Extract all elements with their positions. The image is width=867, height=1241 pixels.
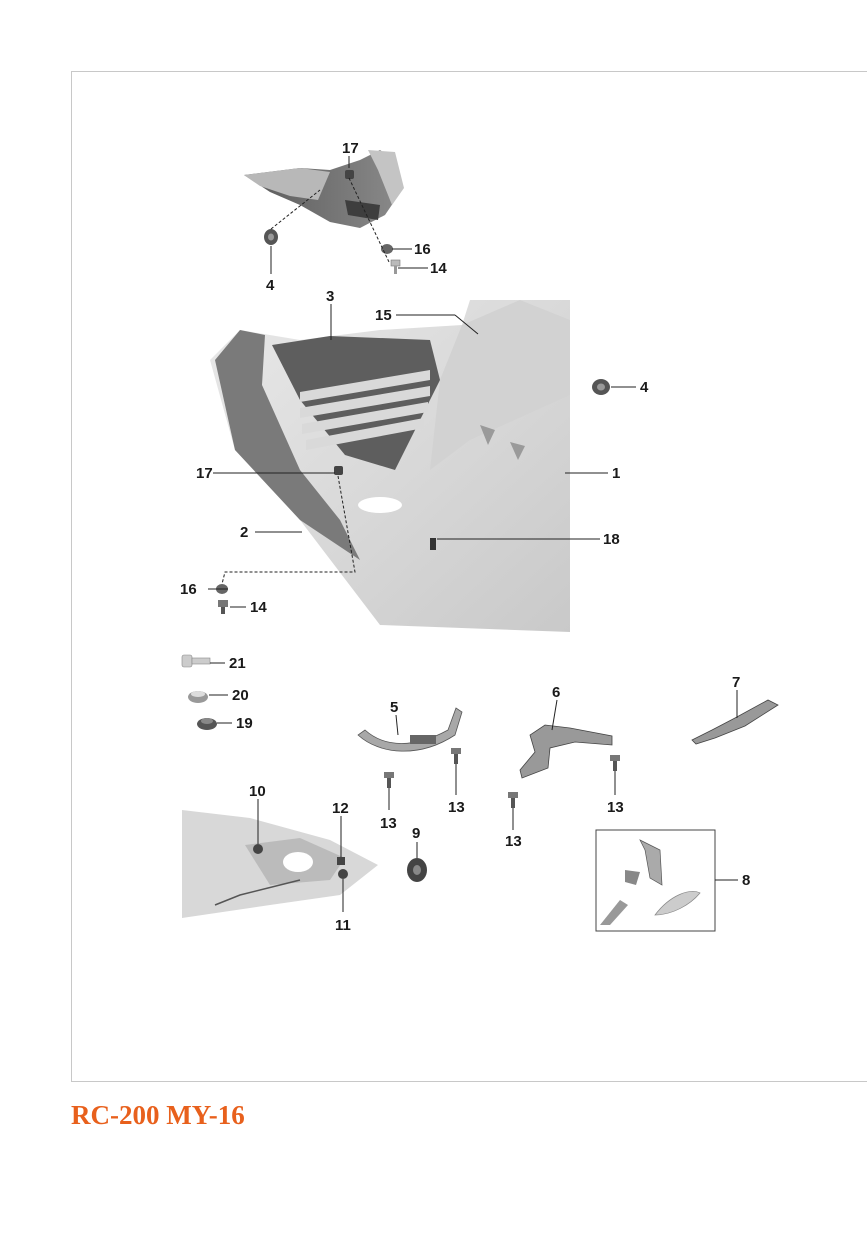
fastener-11: [338, 869, 348, 879]
callout-19: 19: [236, 715, 253, 732]
screw-13-b: [451, 748, 461, 764]
callout-5: 5: [390, 699, 398, 716]
bracket-6: [519, 724, 613, 779]
callout-15: 15: [375, 307, 392, 324]
callout-16-top: 16: [414, 241, 431, 258]
bracket-7: [691, 699, 779, 745]
callout-10: 10: [249, 783, 266, 800]
callout-11: 11: [335, 917, 351, 934]
callout-13-d: 13: [607, 799, 624, 816]
nut-20: [188, 691, 208, 703]
callout-13-a: 13: [380, 815, 397, 832]
callout-14-main: 14: [250, 599, 267, 616]
pin-18: [430, 538, 436, 550]
callout-12: 12: [332, 800, 349, 817]
callout-20: 20: [232, 687, 249, 704]
callout-3: 3: [326, 288, 334, 305]
callout-4-side: 4: [640, 379, 649, 396]
belly-pan-detail: [244, 150, 404, 228]
screw-13-d: [610, 755, 620, 771]
kit-8-box: [595, 829, 716, 932]
callout-17-top: 17: [342, 140, 359, 157]
screw-14-main: [218, 600, 228, 614]
washer-16-top: [381, 244, 393, 254]
side-panel: [182, 810, 378, 918]
bolt-21: [181, 654, 211, 668]
screw-14-top: [390, 259, 401, 274]
callout-2: 2: [240, 524, 248, 541]
callout-4-top: 4: [266, 277, 275, 294]
clip-17-top: [345, 170, 354, 179]
callout-9: 9: [412, 825, 420, 842]
callout-16-main: 16: [180, 581, 197, 598]
callout-6: 6: [552, 684, 560, 701]
nut-19: [197, 718, 217, 730]
clip-17-main: [334, 466, 343, 475]
callout-13-b: 13: [448, 799, 465, 816]
callout-1: 1: [612, 465, 620, 482]
callout-14-top: 14: [430, 260, 447, 277]
grommet-4-side: [592, 379, 610, 395]
diagram-frame: [71, 71, 867, 1082]
grommet-9: [407, 858, 427, 882]
lower-fairing-main: [210, 300, 570, 632]
model-label: RC-200 MY-16: [71, 1100, 245, 1130]
callout-7: 7: [732, 674, 740, 691]
callout-numbers: 17 16 14 4 3 15 4 17 1 2 18 16 14 21 20 …: [180, 140, 750, 934]
bracket-5: [357, 707, 463, 752]
callout-13-c: 13: [505, 833, 522, 850]
leader-lines: [208, 156, 738, 912]
screw-13-c: [508, 792, 518, 808]
callout-18: 18: [603, 531, 620, 548]
screw-13-a: [384, 772, 394, 788]
callout-21: 21: [229, 655, 246, 672]
fastener-12: [337, 857, 345, 865]
rubber-grommet-4-top: [264, 229, 278, 245]
callout-8: 8: [742, 872, 750, 889]
callout-17-main: 17: [196, 465, 213, 482]
fastener-10: [253, 844, 263, 854]
